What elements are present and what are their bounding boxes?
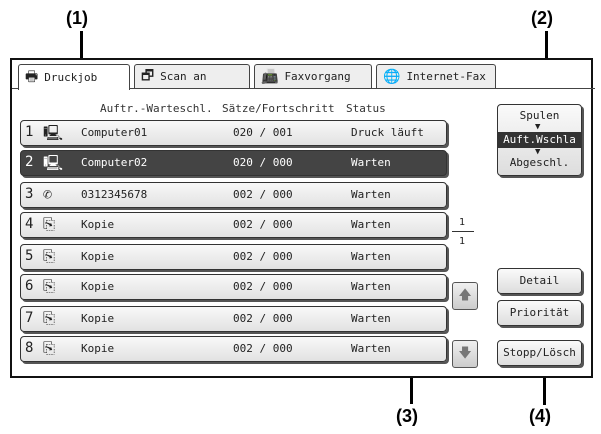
tab-scan-an[interactable]: 🗗 Scan an (134, 64, 250, 88)
page-total: 1 (459, 236, 466, 247)
arrow-up-icon: 🡅 (458, 288, 472, 303)
scroll-down-button[interactable]: 🡇 (452, 340, 478, 368)
job-status: Warten (351, 218, 391, 231)
filter-job-queue[interactable]: Auft.Wschla (498, 132, 581, 148)
job-row[interactable]: 4 ⎘ Kopie 002 / 000 Warten (20, 212, 447, 238)
job-name: Kopie (81, 250, 115, 263)
tab-druckjob[interactable]: 🖶 Druckjob (18, 64, 130, 90)
computer-icon: 🖳 (43, 124, 64, 142)
job-filter-toggle[interactable]: Spulen ▼ Auft.Wschla ▼ Abgeschl. (497, 104, 582, 176)
job-row[interactable]: 3 ✆ 0312345678 002 / 000 Warten (20, 182, 447, 208)
job-progress: 002 / 000 (233, 280, 293, 293)
job-number: 6 (25, 278, 34, 294)
tab-label: Internet-Fax (406, 70, 486, 83)
job-progress: 002 / 000 (233, 218, 293, 231)
job-progress: 020 / 000 (233, 156, 293, 169)
job-row[interactable]: 2 🖳 Computer02 020 / 000 Warten (20, 150, 447, 176)
job-status: Warten (351, 188, 391, 201)
header-progress: Sätze/Fortschritt (222, 102, 335, 115)
scanner-icon: 🗗 (141, 67, 155, 84)
page-current: 1 (459, 217, 466, 228)
triangle-down-icon: ▼ (535, 122, 541, 132)
job-number: 3 (25, 186, 34, 202)
stop-delete-button[interactable]: Stopp/Lösch (497, 340, 582, 366)
copy-icon: ⎘ (43, 339, 56, 357)
priority-button[interactable]: Priorität (497, 300, 582, 326)
job-number: 2 (25, 154, 34, 170)
job-progress: 002 / 000 (233, 342, 293, 355)
filter-spool[interactable]: Spulen (519, 109, 560, 122)
job-row[interactable]: 5 ⎘ Kopie 002 / 000 Warten (20, 244, 447, 270)
copy-icon: ⎘ (43, 309, 56, 327)
job-progress: 002 / 000 (233, 250, 293, 263)
job-progress: 002 / 000 (233, 312, 293, 325)
header-queue: Auftr.-Warteschl. (100, 102, 213, 115)
job-name: 0312345678 (81, 188, 148, 201)
job-progress: 020 / 001 (233, 126, 293, 139)
header-status: Status (346, 102, 386, 115)
callout-2: (2) (531, 8, 553, 28)
tab-faxvorgang[interactable]: 📠 Faxvorgang (254, 64, 372, 88)
job-number: 5 (25, 248, 34, 264)
copy-icon: ⎘ (43, 277, 56, 295)
leader-line-1 (80, 31, 83, 65)
job-progress: 002 / 000 (233, 188, 293, 201)
tab-internet-fax[interactable]: 🌐 Internet-Fax (376, 64, 496, 88)
job-status-panel: 🖶 Druckjob 🗗 Scan an 📠 Faxvorgang 🌐 Inte… (10, 58, 595, 378)
callout-1: (1) (66, 8, 88, 28)
job-row[interactable]: 7 ⎘ Kopie 002 / 000 Warten (20, 306, 447, 332)
job-status: Druck läuft (351, 126, 424, 139)
copy-icon: ⎘ (43, 247, 56, 265)
job-row[interactable]: 6 ⎘ Kopie 002 / 000 Warten (20, 274, 447, 300)
triangle-down-icon: ▼ (535, 147, 541, 157)
tab-divider (12, 88, 595, 89)
job-name: Kopie (81, 342, 115, 355)
tab-label: Scan an (160, 70, 207, 83)
job-number: 4 (25, 216, 34, 232)
job-row[interactable]: 8 ⎘ Kopie 002 / 000 Warten (20, 336, 447, 362)
phone-icon: ✆ (43, 185, 53, 203)
filter-completed[interactable]: Abgeschl. (509, 156, 570, 169)
fax-icon: 📠 (261, 68, 279, 85)
job-number: 1 (25, 124, 34, 140)
callout-4: (4) (529, 406, 551, 426)
job-name: Kopie (81, 218, 115, 231)
job-name: Kopie (81, 312, 115, 325)
job-status: Warten (351, 250, 391, 263)
job-status: Warten (351, 280, 391, 293)
globe-icon: 🌐 (383, 68, 401, 85)
tab-label: Druckjob (44, 71, 98, 84)
scroll-up-button[interactable]: 🡅 (452, 282, 478, 310)
job-status: Warten (351, 312, 391, 325)
detail-button[interactable]: Detail (497, 268, 582, 294)
job-status: Warten (351, 156, 391, 169)
job-number: 8 (25, 340, 34, 356)
job-name: Computer02 (81, 156, 148, 169)
arrow-down-icon: 🡇 (458, 346, 472, 361)
leader-line-4 (543, 365, 546, 405)
tab-label: Faxvorgang (284, 70, 351, 83)
job-status: Warten (351, 342, 391, 355)
callout-3: (3) (396, 406, 418, 426)
job-name: Computer01 (81, 126, 148, 139)
printer-icon: 🖶 (25, 68, 39, 85)
job-row[interactable]: 1 🖳 Computer01 020 / 001 Druck läuft (20, 120, 447, 146)
computer-icon: 🖳 (43, 154, 64, 172)
copy-icon: ⎘ (43, 215, 56, 233)
page-divider (452, 231, 474, 232)
job-name: Kopie (81, 280, 115, 293)
job-number: 7 (25, 310, 34, 326)
